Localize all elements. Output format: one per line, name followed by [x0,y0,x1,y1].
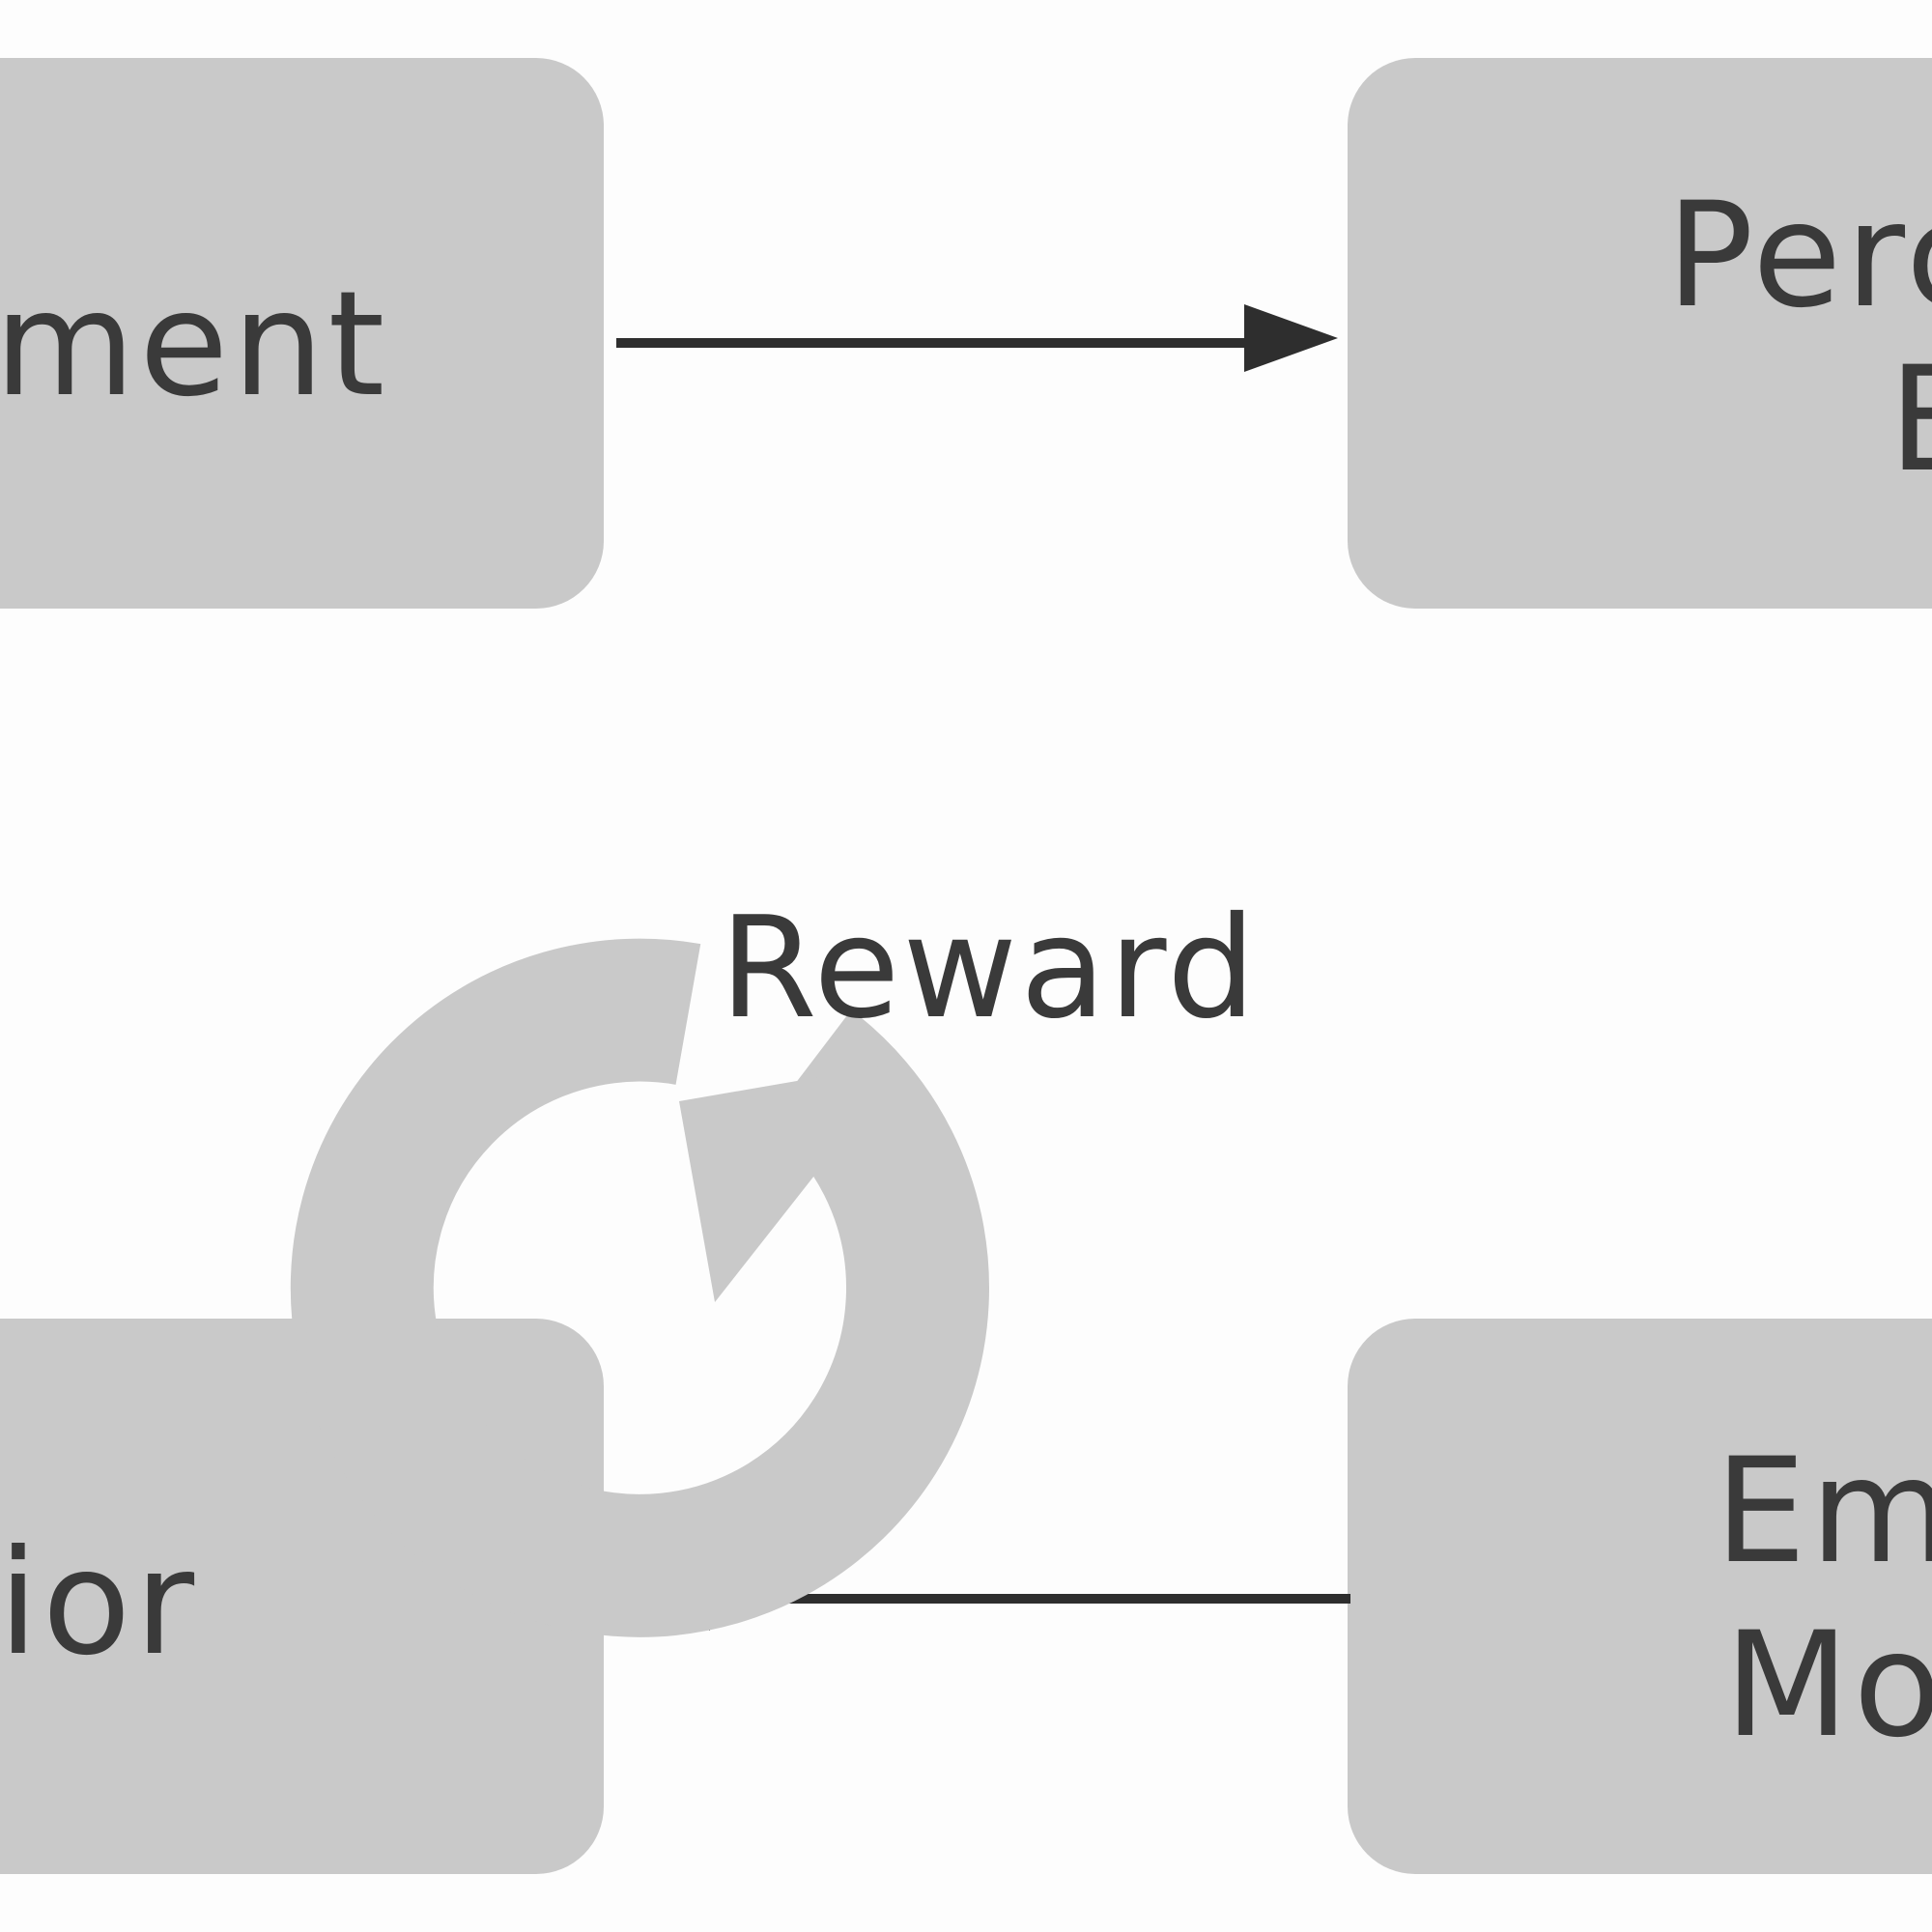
reward-cycle-icon [290,938,989,1637]
node-top-right-label-line2: B [1889,348,1932,493]
node-top-right-label-line1: Perc [1666,172,1932,340]
node-top-left [0,58,604,609]
node-bottom-right-label-line1: Em [1715,1428,1932,1596]
node-bottom-right [1348,1319,1932,1874]
node-bottom-left-label: ior [0,1520,199,1688]
node-bottom-right-label-line2: Mo [1724,1602,1932,1770]
center-reward-label: Reward [720,887,1259,1050]
node-top-right [1348,58,1932,609]
arrow-top-left-to-top-right [616,304,1338,372]
node-top-left-label: ment [0,261,389,429]
